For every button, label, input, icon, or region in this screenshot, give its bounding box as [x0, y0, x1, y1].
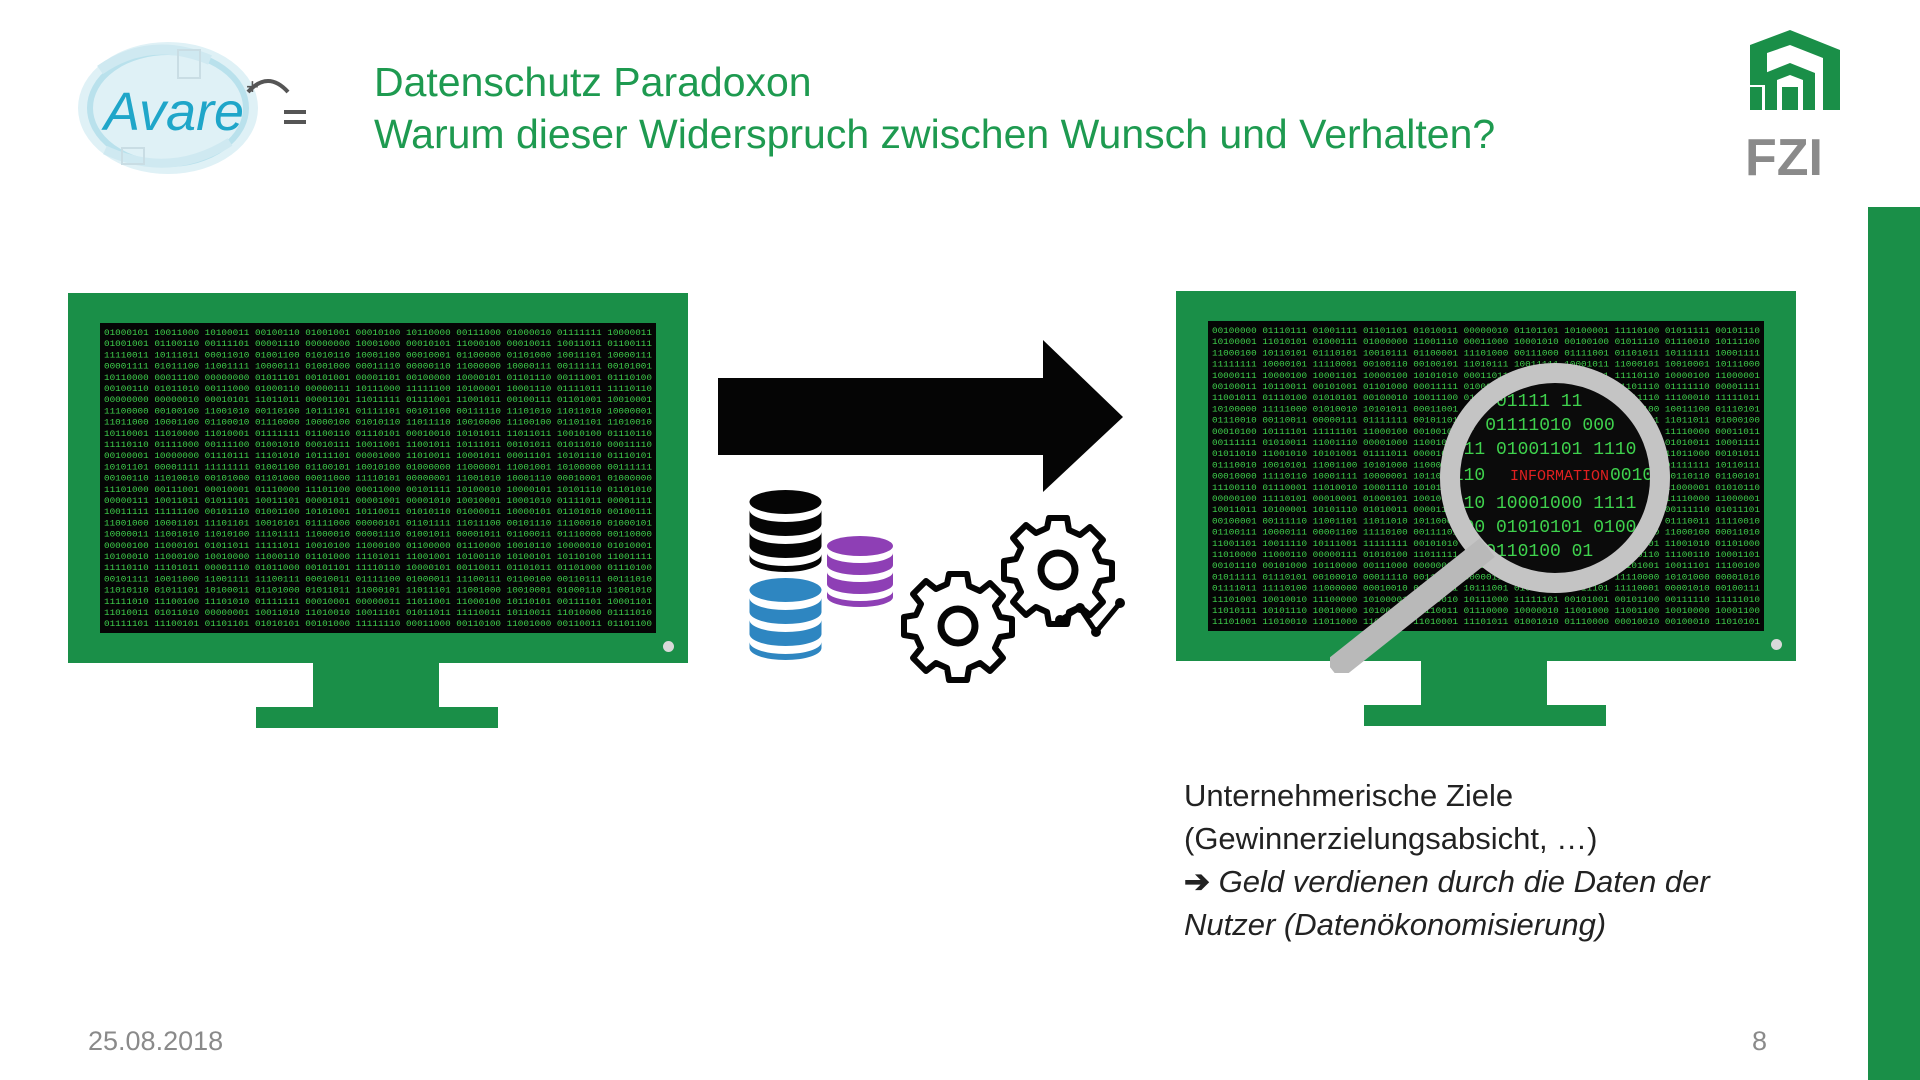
svg-text:01111101 11100101 01101101 010: 01111101 11100101 01101101 01010101 0010… [104, 619, 652, 629]
footer-date: 25.08.2018 [88, 1026, 224, 1056]
svg-text:10011111 11111100 00101110 010: 10011111 11111100 00101110 01001100 1010… [104, 507, 652, 517]
svg-text:11110110 01111000 00111100 010: 11110110 01111000 00111100 01001010 0001… [104, 440, 652, 450]
svg-text:00001111 01011100 11001111 100: 00001111 01011100 11001111 10000111 0100… [104, 362, 652, 372]
svg-text:11110011 10111011 00011010 010: 11110011 10111011 00011010 01001100 0101… [104, 350, 652, 360]
svg-text:0010 10001000 1111: 0010 10001000 1111 [1442, 494, 1636, 514]
title-line-2: Warum dieser Widerspruch zwischen Wunsch… [374, 111, 1496, 157]
svg-text:11111010 11100100 11101010 011: 11111010 11100100 11101010 01111111 0001… [104, 597, 652, 607]
binary-screen-left: 01000101 10011000 10100011 00100110 0100… [100, 323, 656, 633]
fzi-logo: FZI [1745, 30, 1840, 180]
svg-text:11110110 11101011 00001110 010: 11110110 11101011 00001110 01011000 0010… [104, 563, 652, 573]
svg-text:01000101 10011000 10100011 001: 01000101 10011000 10100011 00100110 0100… [104, 328, 652, 338]
caption-line-3-text: Geld verdienen durch die Daten der [1209, 864, 1710, 899]
svg-text:10000111 10000100 10001101 100: 10000111 10000100 10001101 10000100 1010… [1212, 371, 1760, 381]
slide-title: Datenschutz Paradoxon Warum dieser Wider… [374, 56, 1495, 160]
svg-text:00000000 00000010 00010101 110: 00000000 00000010 00010101 11011011 0000… [104, 395, 652, 405]
power-indicator [663, 641, 674, 652]
monitor-left: 01000101 10011000 10100011 00100110 0100… [68, 293, 688, 730]
caption-line-3: ➔ Geld verdienen durch die Daten der [1184, 860, 1710, 903]
arrow-bullet-icon: ➔ [1184, 864, 1210, 899]
svg-text:10110001 11010000 11010001 011: 10110001 11010000 11010001 01111111 0110… [104, 429, 652, 439]
svg-text:11101001 11010010 11011000 110: 11101001 11010010 11011000 11011001 1101… [1212, 617, 1760, 627]
monitor-stand-neck [1421, 661, 1547, 707]
svg-text:011 01111010 000: 011 01111010 000 [1442, 416, 1615, 436]
monitor-stand-neck [313, 663, 439, 709]
fzi-logo-text: FZI [1745, 129, 1823, 180]
svg-text:00100110 01011010 00111000 010: 00100110 01011010 00111000 01000110 0000… [104, 384, 652, 394]
svg-text:11001000 10001101 11101101 100: 11001000 10001101 11101101 10010101 0111… [104, 518, 652, 528]
database-icon [749, 578, 822, 660]
page-number: 8 [1752, 1026, 1768, 1056]
magnifier-label: INFORMATION [1510, 468, 1609, 485]
svg-text:00000111 10011011 01011101 100: 00000111 10011011 01011101 10011101 0000… [104, 496, 652, 506]
monitor-stand-foot [1364, 705, 1606, 726]
power-indicator [1771, 639, 1782, 650]
monitor-stand-foot [256, 707, 498, 728]
svg-text:+: + [246, 74, 259, 99]
caption-block: Unternehmerische Ziele (Gewinnerzielungs… [1184, 774, 1710, 946]
caption-line-4: Nutzer (Datenökonomisierung) [1184, 907, 1607, 942]
svg-text:11101001 10010010 11100000 101: 11101001 10010010 11100000 10100001 1100… [1212, 595, 1760, 605]
caption-line-1: Unternehmerische Ziele [1184, 778, 1514, 813]
database-icon [749, 490, 822, 572]
svg-text:00100001 10000000 01110111 111: 00100001 10000000 01110111 11101010 1011… [104, 451, 652, 461]
svg-text:11010111 10101110 10010000 101: 11010111 10101110 10010000 10100100 0111… [1212, 606, 1760, 616]
gears-icon [901, 515, 1125, 683]
svg-text:10100010 11000100 10010000 110: 10100010 11000100 10010000 11000110 0110… [104, 552, 652, 562]
svg-text:11100000 00100100 11001010 001: 11100000 00100100 11001010 00110100 1011… [104, 406, 652, 416]
svg-text:00100000 01110111 01001111 011: 00100000 01110111 01001111 01101101 0101… [1212, 326, 1760, 336]
svg-text:1100 01010101 0100: 1100 01010101 0100 [1442, 518, 1636, 538]
svg-text:11011000 10001100 01100010 011: 11011000 10001100 01100010 01110000 1000… [104, 418, 652, 428]
svg-text:11101000 00111001 00010001 011: 11101000 00111001 00010001 01110000 1110… [104, 485, 652, 495]
avare-logo-text: Avare [101, 82, 244, 142]
svg-text:00101111 10011000 11001111 111: 00101111 10011000 11001111 11100111 0001… [104, 574, 652, 584]
magnifier-icon: 0 00001111 11 011 01111010 000 1011 0100… [1330, 363, 1670, 673]
svg-text:00100110 11010010 00101000 011: 00100110 11010010 00101000 01101000 0001… [104, 474, 652, 484]
svg-text:11010110 01011101 10100011 011: 11010110 01011101 10100011 01101000 0101… [104, 586, 652, 596]
svg-text:10101101 00001111 11111111 010: 10101101 00001111 11111111 01001100 0110… [104, 462, 652, 472]
svg-text:11010011 01011010 00000001 100: 11010011 01011010 00000001 10011010 1101… [104, 608, 652, 618]
svg-text:01011111 01110101 00100010 000: 01011111 01110101 00100010 00011110 0011… [1212, 572, 1760, 582]
svg-text:11111111 10000101 11110001 001: 11111111 10000101 11110001 00100110 0010… [1212, 360, 1760, 370]
caption-line-2: (Gewinnerzielungsabsicht, …) [1184, 821, 1598, 856]
svg-text:10100001 11010101 01000111 010: 10100001 11010101 01000111 01000000 1100… [1212, 337, 1760, 347]
monitor-left-bezel: 01000101 10011000 10100011 00100110 0100… [68, 293, 688, 663]
svg-text:00000100 11000101 01011011 111: 00000100 11000101 01011011 11111011 1001… [104, 541, 652, 551]
database-icon [827, 536, 893, 607]
avare-logo: Avare + [78, 42, 306, 174]
svg-text:1011 01001101 1110: 1011 01001101 1110 [1442, 440, 1636, 460]
svg-text:01001001 01100110 00111101 000: 01001001 01100110 00111101 00001110 0000… [104, 339, 652, 349]
svg-text:01111011 11110100 11000000 000: 01111011 11110100 11000000 00010010 0001… [1212, 584, 1760, 594]
right-accent-bar [1868, 207, 1920, 1080]
svg-text:0010: 0010 [1610, 466, 1653, 486]
svg-text:11000100 10110101 01110101 100: 11000100 10110101 01110101 10010111 0110… [1212, 348, 1760, 358]
svg-text:10110000 00011100 00000000 010: 10110000 00011100 00000000 01011101 0010… [104, 373, 652, 383]
title-line-1: Datenschutz Paradoxon [374, 59, 812, 105]
svg-text:10000011 11001010 11010100 111: 10000011 11001010 11010100 11101111 1100… [104, 530, 652, 540]
arrow-right-icon [718, 340, 1123, 492]
